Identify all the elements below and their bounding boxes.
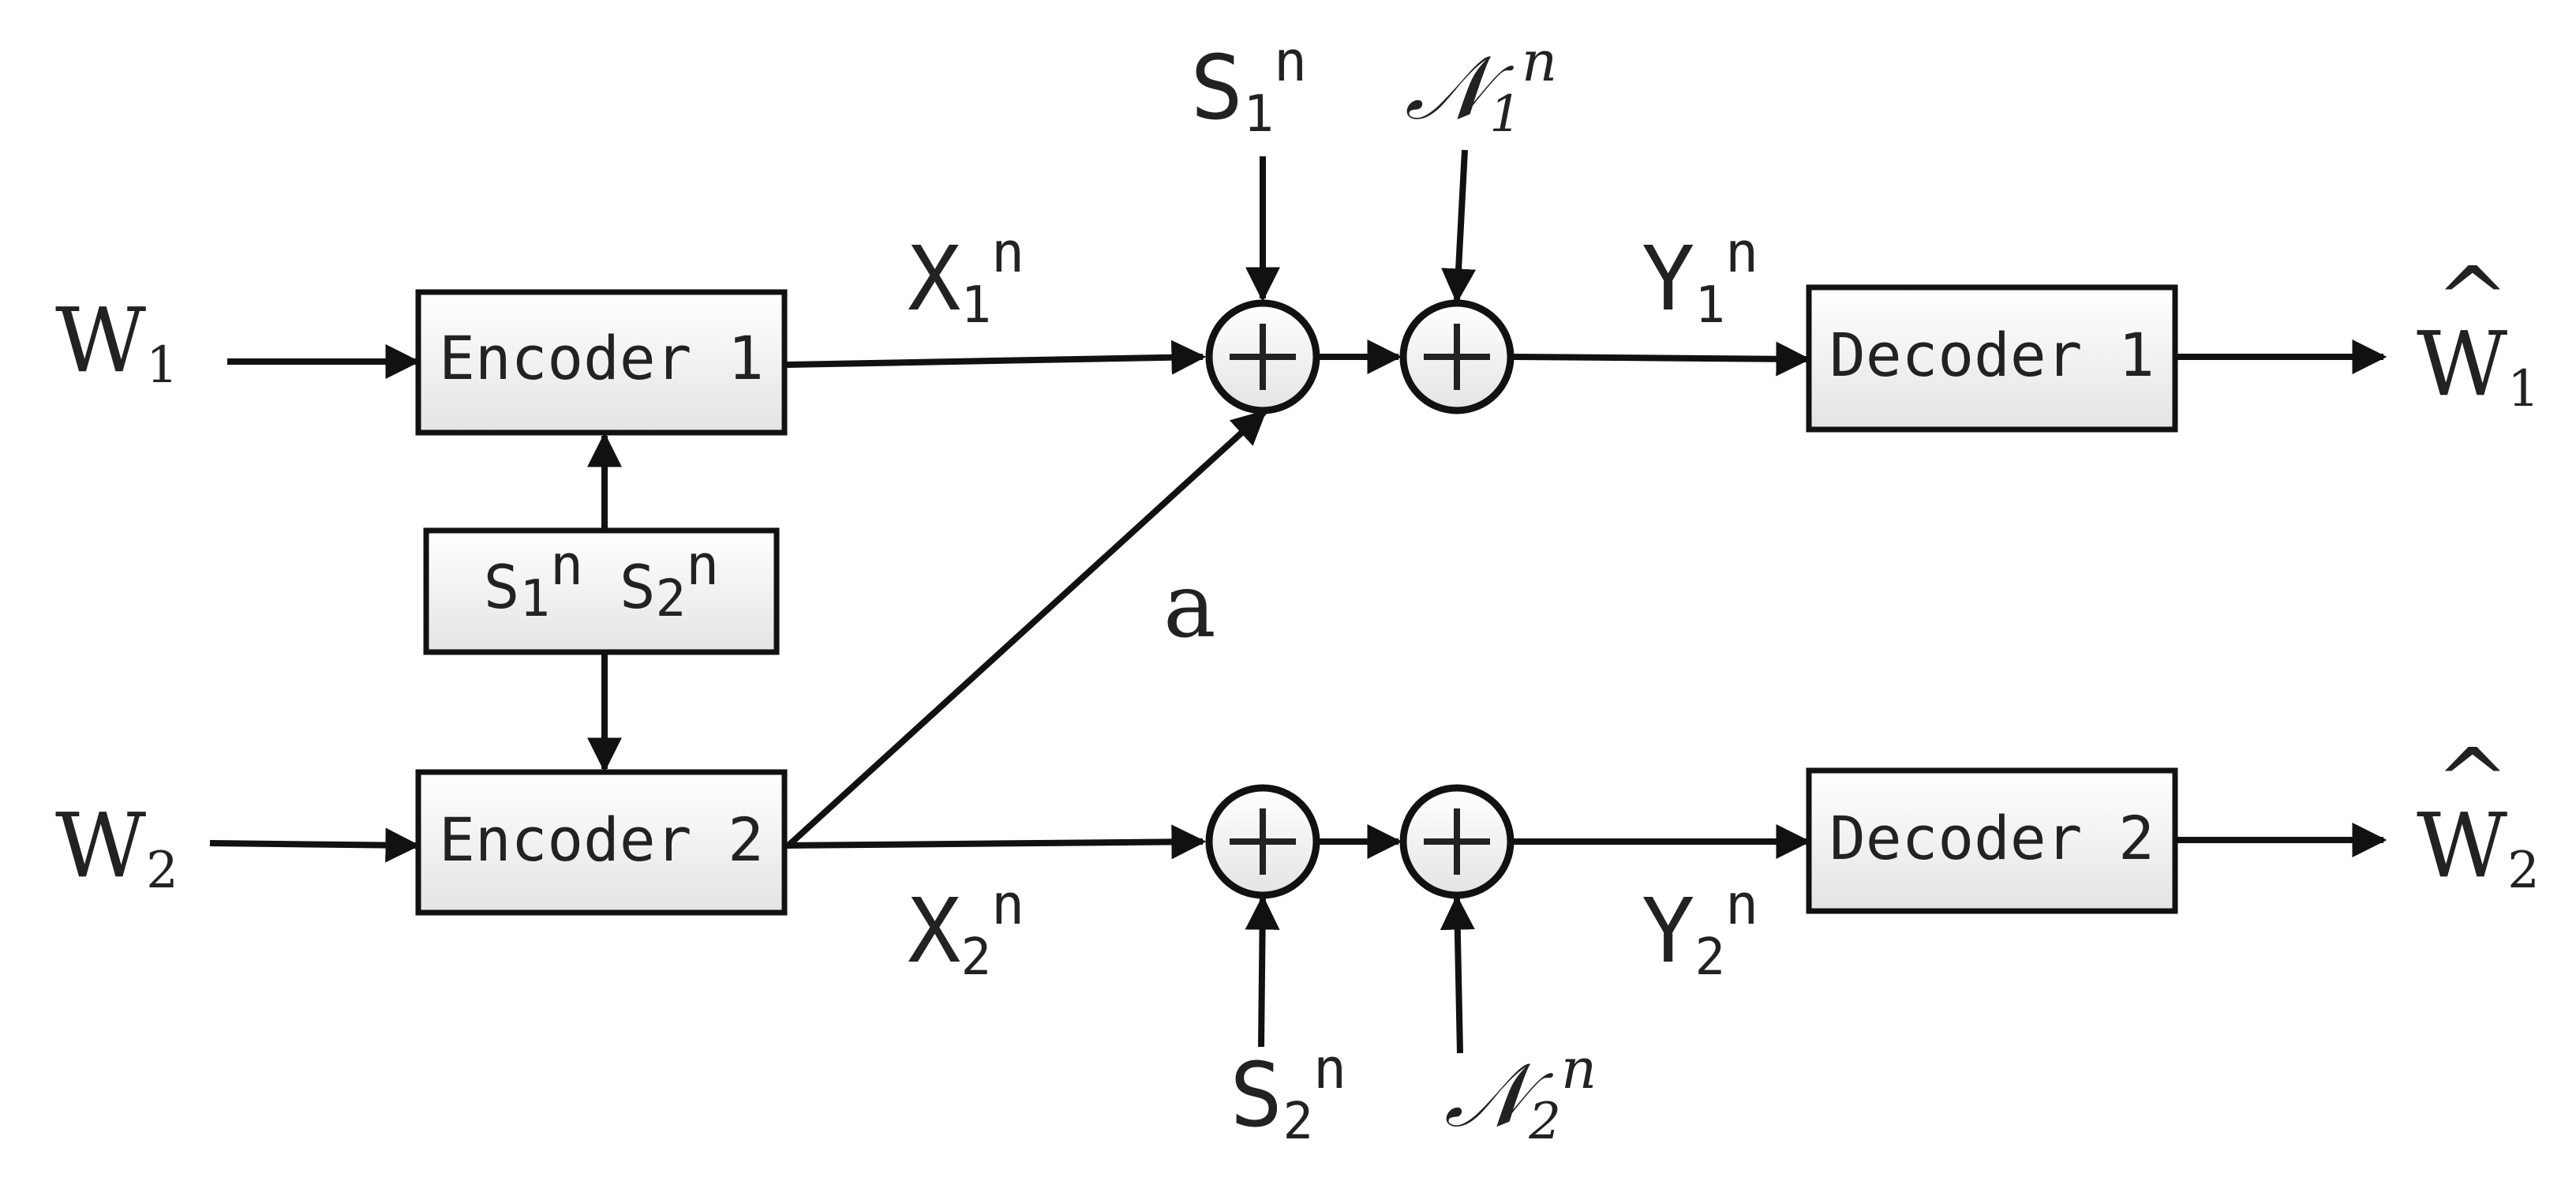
encoder1-block: Encoder 1 (415, 289, 788, 436)
state-s2-label: S2n (1230, 1037, 1346, 1151)
noise-n1-label: 𝒩1n (1405, 29, 1557, 144)
adder-n2 (1399, 784, 1515, 899)
signal-y2-label: Y2n (1642, 872, 1758, 987)
n1-to-adder-arrow (1441, 149, 1477, 304)
input-w1-label: W1 (55, 290, 178, 395)
decoder1-block: Decoder 1 (1806, 284, 2178, 433)
output-w1-hat-accent: ^ (2436, 249, 2510, 351)
output-w2-hat-accent: ^ (2436, 730, 2510, 833)
input-w2-label: W2 (55, 795, 178, 900)
cross-link-arrow (787, 410, 1267, 847)
encoder2-block: Encoder 2 (415, 769, 788, 916)
encoder2-label: Encoder 2 (439, 804, 764, 875)
cross-gain-label: a (1163, 555, 1216, 658)
decoder2-label: Decoder 2 (1829, 803, 2155, 873)
decoder2-block: Decoder 2 (1806, 767, 2178, 914)
adder-s1 (1205, 299, 1320, 414)
encoder1-to-adder-arrow (785, 339, 1207, 375)
adder-s2 (1205, 784, 1320, 899)
state-info-block: S1n S2n (423, 527, 780, 655)
adder-n1 (1399, 299, 1515, 414)
n2-to-adder-arrow (1440, 894, 1475, 1054)
noise-n2-label: 𝒩2n (1444, 1037, 1597, 1151)
output-w1-hat-label: W1 (2417, 313, 2540, 418)
signal-x1-label: X1n (908, 220, 1024, 335)
signal-y1-label: Y1n (1642, 220, 1758, 335)
decoder1-label: Decoder 1 (1829, 320, 2155, 390)
state-s1-label: S1n (1190, 29, 1307, 144)
state-info-label: S1n S2n (484, 533, 720, 628)
adder2-to-decoder1-arrow (1513, 341, 1811, 377)
output-w2-hat-label: W2 (2417, 795, 2540, 900)
signal-x2-label: X2n (908, 872, 1024, 987)
w2-to-encoder2-arrow (209, 827, 421, 863)
encoder2-to-adder-arrow (785, 824, 1207, 860)
encoder1-label: Encoder 1 (439, 323, 764, 393)
s2-to-adder-arrow (1245, 894, 1280, 1048)
